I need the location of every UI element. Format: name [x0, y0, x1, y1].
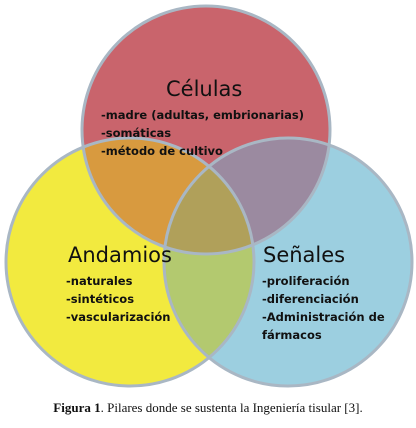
caption-text: . Pilares donde se sustenta la Ingenierí… — [100, 400, 363, 415]
senales-outline — [162, 136, 414, 388]
senales-title: Señales — [263, 243, 345, 267]
senales-item: fármacos — [262, 328, 322, 342]
celulas-item: -método de cultivo — [101, 144, 223, 158]
celulas-outline — [80, 4, 332, 256]
andamios-title: Andamios — [68, 243, 172, 267]
andamios-outline — [4, 136, 256, 388]
figure-caption: Figura 1. Pilares donde se sustenta la I… — [0, 400, 416, 416]
celulas-title: Células — [166, 77, 242, 101]
senales-item: -Administración de — [262, 310, 385, 324]
celulas-item: -madre (adultas, embrionarias) — [101, 108, 304, 122]
andamios-item: -vascularización — [66, 310, 171, 324]
celulas-item: -somáticas — [101, 126, 171, 140]
senales-item: -proliferación — [262, 274, 350, 288]
senales-item: -diferenciación — [262, 292, 359, 306]
center-overlap — [164, 138, 254, 254]
venn-svg: Células -madre (adultas, embrionarias) -… — [4, 4, 414, 388]
andamios-item: -naturales — [66, 274, 133, 288]
andamios-item: -sintéticos — [66, 292, 134, 306]
caption-label: Figura 1 — [53, 400, 101, 415]
